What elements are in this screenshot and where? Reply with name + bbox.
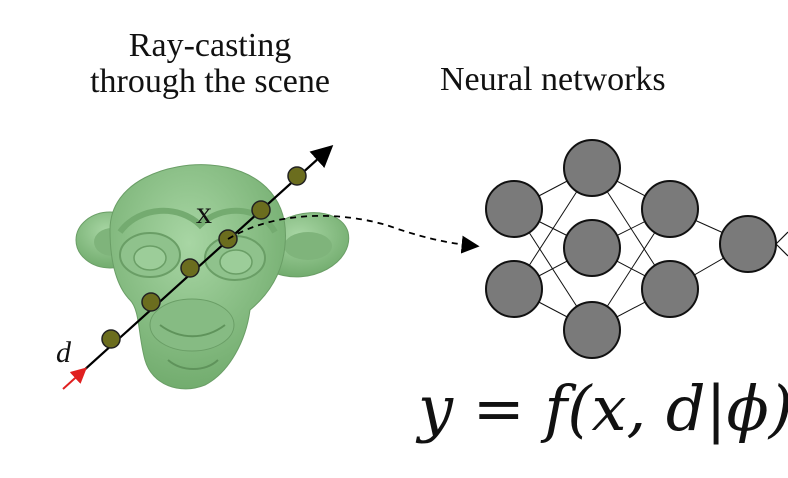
point-label-x: x <box>196 194 212 230</box>
ray-line <box>81 145 334 373</box>
sample-point <box>101 329 121 349</box>
monkey-head-icon <box>75 164 350 390</box>
left-title: Ray-casting through the scene <box>20 28 400 100</box>
left-title-line2: through the scene <box>90 63 330 100</box>
network-nodes <box>485 139 777 359</box>
neuron <box>563 301 621 359</box>
neuron <box>641 260 699 318</box>
formula: y = f(x, d|ϕ) <box>418 372 788 445</box>
sample-point <box>141 292 161 312</box>
neuron <box>485 180 543 238</box>
sample-point <box>180 258 200 278</box>
sample-point <box>287 166 307 186</box>
neuron <box>563 219 621 277</box>
sample-point <box>251 200 271 220</box>
direction-arrow <box>62 367 87 390</box>
sample-points <box>101 166 307 349</box>
output-arrows <box>775 231 788 257</box>
neuron <box>563 139 621 197</box>
direction-label-d: d <box>56 336 72 369</box>
neuron <box>641 180 699 238</box>
neuron <box>485 260 543 318</box>
left-title-line1: Ray-casting <box>128 27 292 64</box>
network-edges <box>513 167 749 331</box>
right-title: Neural networks <box>440 61 666 98</box>
output-neuron <box>719 215 777 273</box>
